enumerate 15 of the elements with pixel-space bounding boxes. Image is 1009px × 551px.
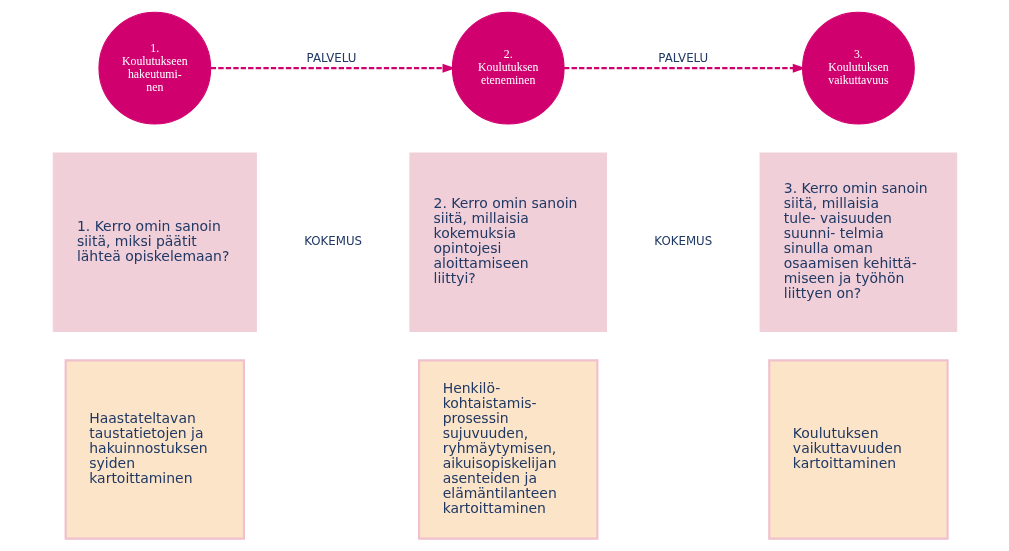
edge-label: PALVELU (306, 50, 356, 65)
node-box: 2. Kerro omin sanoin siitä, millaisia kokemuksia opintojesi aloittamiseen liittyi? (408, 152, 607, 332)
node-box: Koulutuksen vaikuttavuuden kartoittaminen (767, 359, 949, 540)
arrow (210, 63, 455, 73)
arrow (563, 63, 806, 73)
label: KOKEMUS (303, 234, 362, 249)
node-box: Henkilö- kohtaistamis- prosessin sujuvuuden, ryhmäytymisen, aikuisopiskelijan asenteiden ja elämäntilanteen kartoittaminen (417, 359, 598, 540)
node-box: 1. Kerro omin sanoin siitä, miksi päätit lähteä opiskelemaan? (52, 152, 257, 332)
node-circle: 3. Koulutuksen vaikuttavuus (801, 11, 915, 125)
node-circle: 2. Koulutuksen eteneminen (451, 11, 565, 125)
node-box: Haastateltavan taustatietojen ja hakuinnostuksen syiden kartoittaminen (64, 359, 245, 540)
label: KOKEMUS (653, 234, 712, 249)
node-box: 3. Kerro omin sanoin siitä, millaisia tule- vaisuuden suunni- telmia sinulla oman osaamisen kehittä- miseen ja työhön liittyen on? (759, 152, 957, 332)
node-circle: 1. Koulutukseen hakeutumi- nen (97, 11, 211, 125)
edge-label: PALVELU (657, 50, 708, 65)
